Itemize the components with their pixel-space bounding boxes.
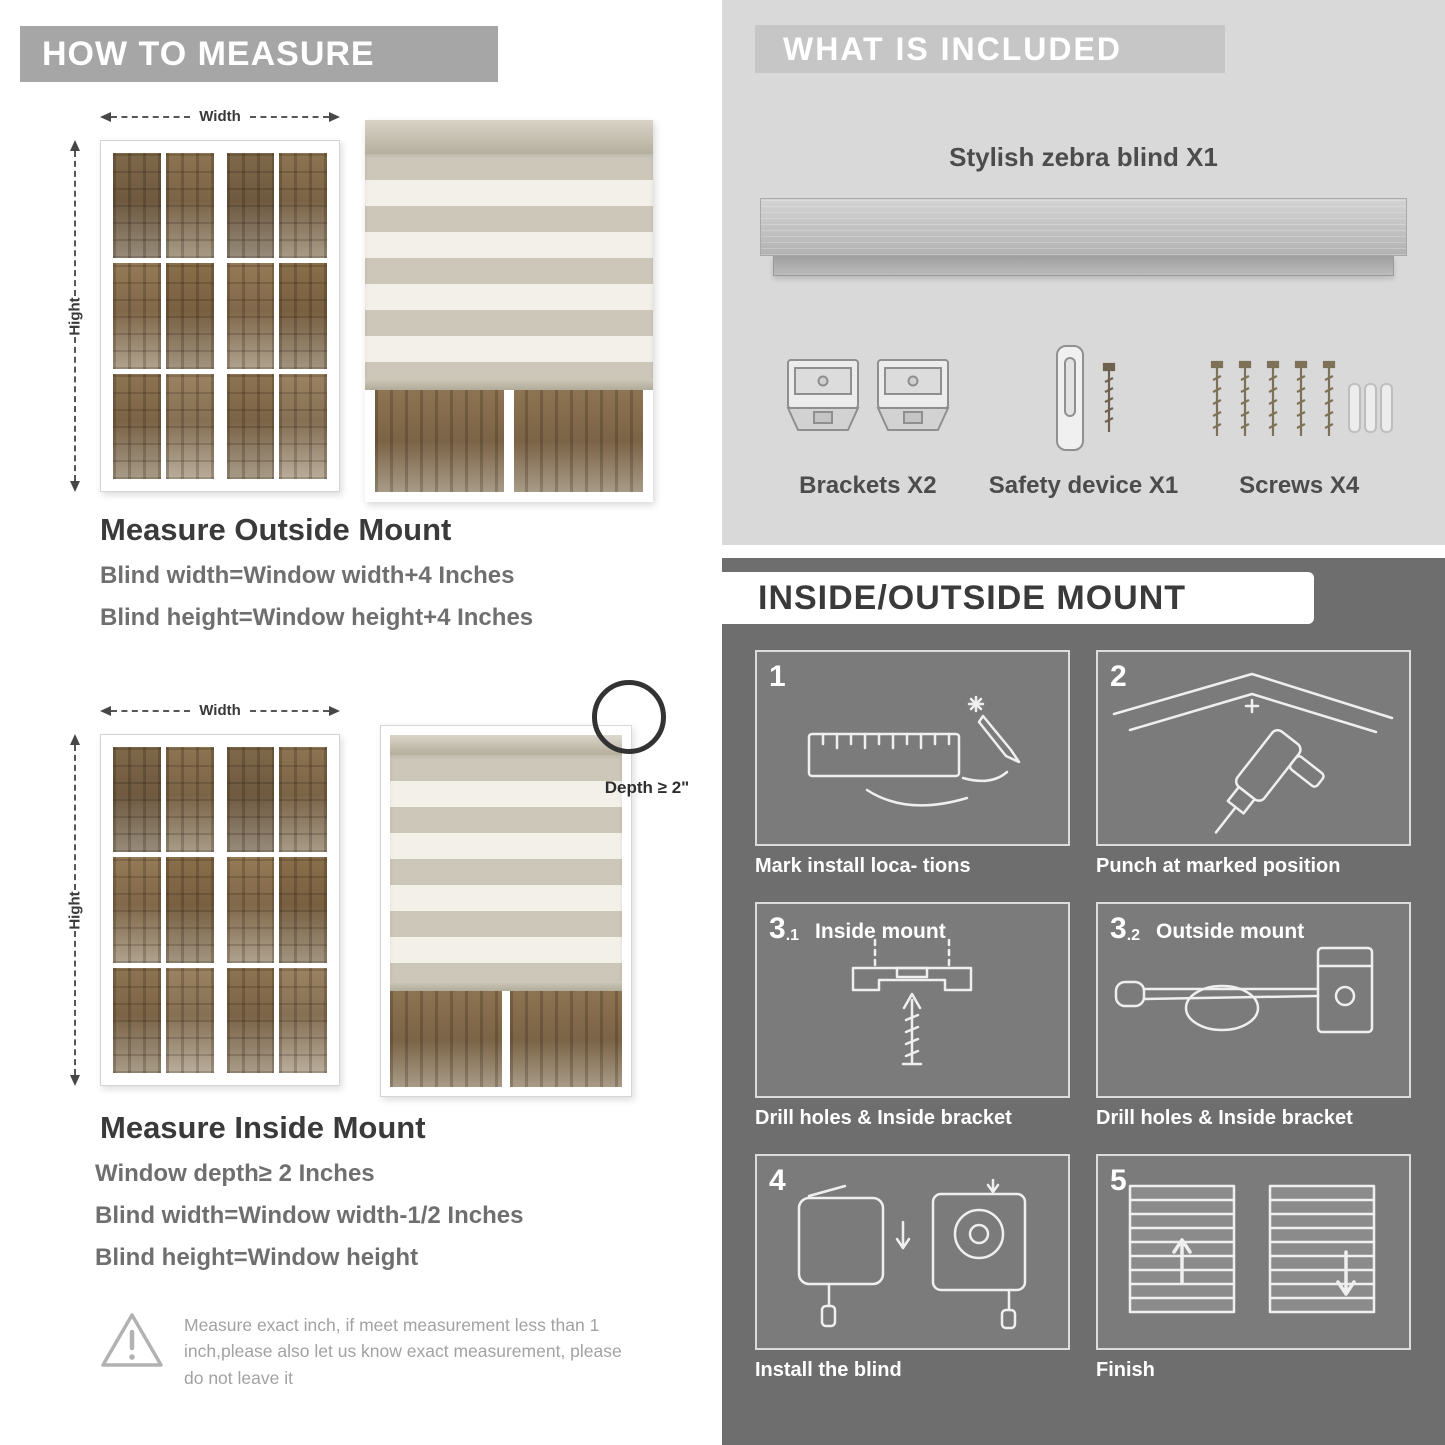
brackets-label: Brackets X2: [799, 472, 937, 499]
blind-bottom-rail: [390, 981, 622, 991]
window-sash: [110, 744, 217, 1076]
width-label: Width: [199, 108, 241, 125]
mount-header: INSIDE/OUTSIDE MOUNT: [722, 572, 1314, 624]
window-illustration: [100, 140, 340, 492]
outside-mount-title: Measure Outside Mount: [100, 512, 452, 547]
safety-device-icon: [1009, 330, 1159, 458]
zebra-blind-inside-illustration: [380, 725, 632, 1097]
what-is-included-header: WHAT IS INCLUDED: [755, 25, 1225, 73]
step-number: 5: [1110, 1164, 1127, 1197]
step-3-1: 3 .1 Inside mount: [755, 902, 1070, 1130]
width-arrow: Width: [100, 108, 341, 125]
included-item-safety-device: Safety device X1: [976, 330, 1192, 500]
step-number: 3: [769, 912, 786, 945]
included-item-brackets: Brackets X2: [760, 330, 976, 500]
window-sash: [223, 744, 330, 1076]
safety-device-label: Safety device X1: [988, 472, 1179, 499]
window-below-blind: [390, 991, 622, 1087]
outside-formula-width: Blind width=Window width+4 Inches: [100, 562, 515, 589]
zebra-blind-outside-illustration: [365, 120, 653, 502]
height-arrow: Hight: [64, 140, 86, 492]
included-item-screws: Screws X4: [1191, 330, 1407, 500]
inside-rule-depth: Window depth≥ 2 Inches: [95, 1160, 375, 1187]
step-3-1-caption: Drill holes & Inside bracket: [755, 1107, 1012, 1129]
blind-stripes: [390, 755, 622, 981]
step-2: 2: [1096, 650, 1411, 878]
step-2-panel: 2: [1096, 650, 1411, 846]
step-3-2: 3 .2 Outside mount: [1096, 902, 1411, 1130]
window-sash: [223, 150, 330, 482]
arrow-right-icon: [329, 111, 341, 122]
step-number: 4: [769, 1164, 786, 1197]
step-4-illustration: [797, 1178, 1027, 1330]
blind-headrail: [365, 120, 653, 154]
window-sash: [110, 150, 217, 482]
mount-steps-grid: 1 Mark i: [755, 650, 1411, 1382]
arrow-right-icon: [329, 705, 341, 716]
note-text: Measure exact inch, if meet measurement …: [184, 1315, 622, 1388]
step-1-panel: 1: [755, 650, 1070, 846]
what-is-included-section: WHAT IS INCLUDED Stylish zebra blind X1: [722, 0, 1445, 545]
measurement-note: Measure exact inch, if meet measurement …: [98, 1308, 638, 1391]
blind-bottom-rail: [365, 378, 653, 390]
step-1-illustration: [807, 695, 1021, 807]
outside-formula-height: Blind height=Window height+4 Inches: [100, 604, 534, 631]
step-3-2-caption: Drill holes & Inside bracket: [1096, 1107, 1353, 1129]
warning-icon: [101, 1313, 163, 1367]
step-number: 1: [769, 660, 786, 693]
step-3-2-illustration: [1114, 946, 1374, 1034]
arrow-left-icon: [100, 111, 111, 122]
depth-callout-circle: [592, 680, 666, 754]
step-2-illustration: [1112, 672, 1394, 834]
step-5-caption: Finish: [1096, 1359, 1155, 1381]
blind-stripes: [365, 154, 653, 378]
arrow-down-icon: [70, 1075, 80, 1086]
step-5: 5 Finish: [1096, 1154, 1411, 1382]
step-5-panel: 5: [1096, 1154, 1411, 1350]
step-number: 2: [1110, 660, 1127, 693]
product-label: Stylish zebra blind X1: [949, 142, 1218, 172]
width-arrow: Width: [100, 702, 341, 719]
height-label: Hight: [66, 296, 84, 336]
what-is-included-title: WHAT IS INCLUDED: [783, 31, 1122, 67]
mount-title: INSIDE/OUTSIDE MOUNT: [758, 579, 1187, 617]
arrow-left-icon: [100, 705, 111, 716]
step-3-2-panel: 3 .2 Outside mount: [1096, 902, 1411, 1098]
inside-formula-width: Blind width=Window width-1/2 Inches: [95, 1202, 524, 1229]
blind-headrail-illustration: [760, 198, 1407, 276]
inside-mount-illustration: Width Hight: [60, 680, 700, 1115]
screws-icon: [1201, 330, 1397, 458]
arrow-up-icon: [70, 140, 80, 151]
height-arrow: Hight: [64, 734, 86, 1086]
step-4: 4: [755, 1154, 1070, 1382]
included-items: Brackets X2: [760, 330, 1407, 500]
step-2-caption: Punch at marked position: [1096, 855, 1341, 877]
height-label: Hight: [66, 890, 84, 930]
inside-mount-title: Measure Inside Mount: [100, 1110, 426, 1145]
screws-label: Screws X4: [1239, 472, 1360, 499]
inside-formula-height: Blind height=Window height: [95, 1244, 419, 1271]
step-1-caption: Mark install loca- tions: [755, 855, 971, 877]
how-to-measure-title: HOW TO MEASURE: [42, 35, 375, 73]
step-3-1-illustration: [851, 938, 973, 1066]
step-4-caption: Install the blind: [755, 1359, 902, 1381]
step-1: 1 Mark i: [755, 650, 1070, 878]
blind-headrail: [390, 735, 622, 755]
brackets-icon: [780, 330, 956, 458]
arrow-up-icon: [70, 734, 80, 745]
step-3-1-panel: 3 .1 Inside mount: [755, 902, 1070, 1098]
step-5-illustration: [1128, 1184, 1376, 1314]
step-number: 3: [1110, 912, 1127, 945]
inside-outside-mount-section: INSIDE/OUTSIDE MOUNT 1: [722, 558, 1445, 1445]
outside-mount-illustration: Width Hight: [60, 100, 660, 505]
arrow-down-icon: [70, 481, 80, 492]
width-label: Width: [199, 702, 241, 719]
window-illustration: [100, 734, 340, 1086]
how-to-measure-header: HOW TO MEASURE: [20, 26, 498, 82]
depth-label: Depth ≥ 2": [604, 778, 690, 797]
step-4-panel: 4: [755, 1154, 1070, 1350]
window-below-blind: [365, 390, 653, 502]
